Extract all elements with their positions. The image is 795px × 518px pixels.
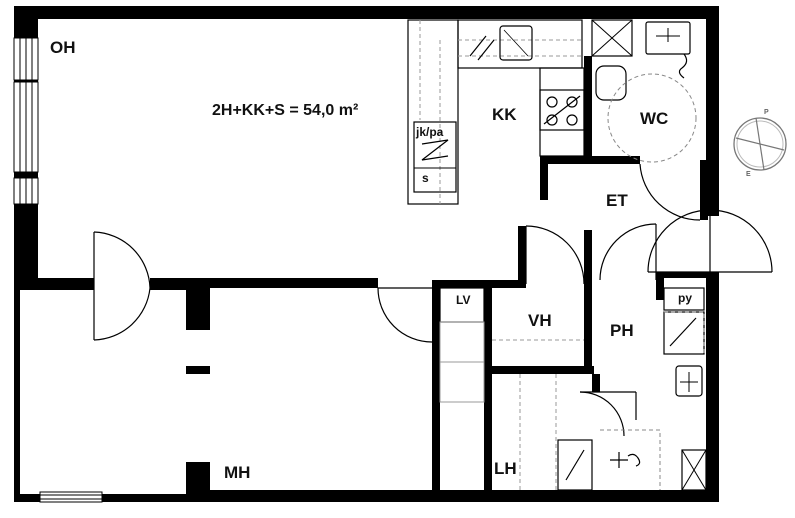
fixture-label-lv: LV [456,293,470,307]
area-label: 2H+KK+S = 54,0 m² [212,102,358,119]
room-label-lh: LH [494,459,517,478]
room-label-ph: PH [610,321,634,340]
left-windows [13,37,39,205]
room-labels: OH 2H+KK+S = 54,0 m² KK WC ET VH PH MH L… [50,38,692,482]
room-label-wc: WC [640,109,668,128]
fixture-label-py: py [678,291,692,305]
outer-walls [14,6,719,502]
compass-east-label: E [746,171,751,178]
wardrobe [439,287,593,491]
fixture-label-jkpa: jk/pa [415,125,444,139]
bottom-window [39,491,103,503]
room-label-oh: OH [50,38,76,57]
ph-fixtures [600,287,707,491]
doors [93,163,773,437]
room-label-mh: MH [224,463,250,482]
interior-walls [14,56,716,502]
wc-fixtures [591,19,697,163]
room-label-vh: VH [528,311,552,330]
room-label-kk: KK [492,105,517,124]
kitchen-cabinets [407,19,585,205]
room-label-et: ET [606,191,628,210]
compass: P E [733,109,787,178]
fixture-label-s: s [422,171,429,185]
compass-north-label: P [764,109,769,116]
